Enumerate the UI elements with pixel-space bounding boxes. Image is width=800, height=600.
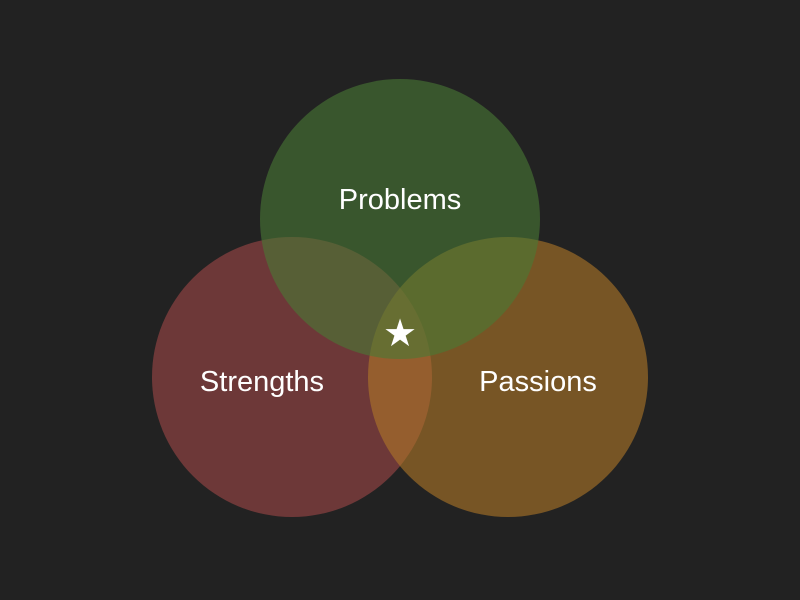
passions-label: Passions: [479, 366, 597, 398]
star-icon: ★: [383, 311, 417, 355]
problems-circle: [260, 79, 540, 359]
strengths-label: Strengths: [200, 366, 324, 398]
problems-label: Problems: [339, 184, 462, 216]
